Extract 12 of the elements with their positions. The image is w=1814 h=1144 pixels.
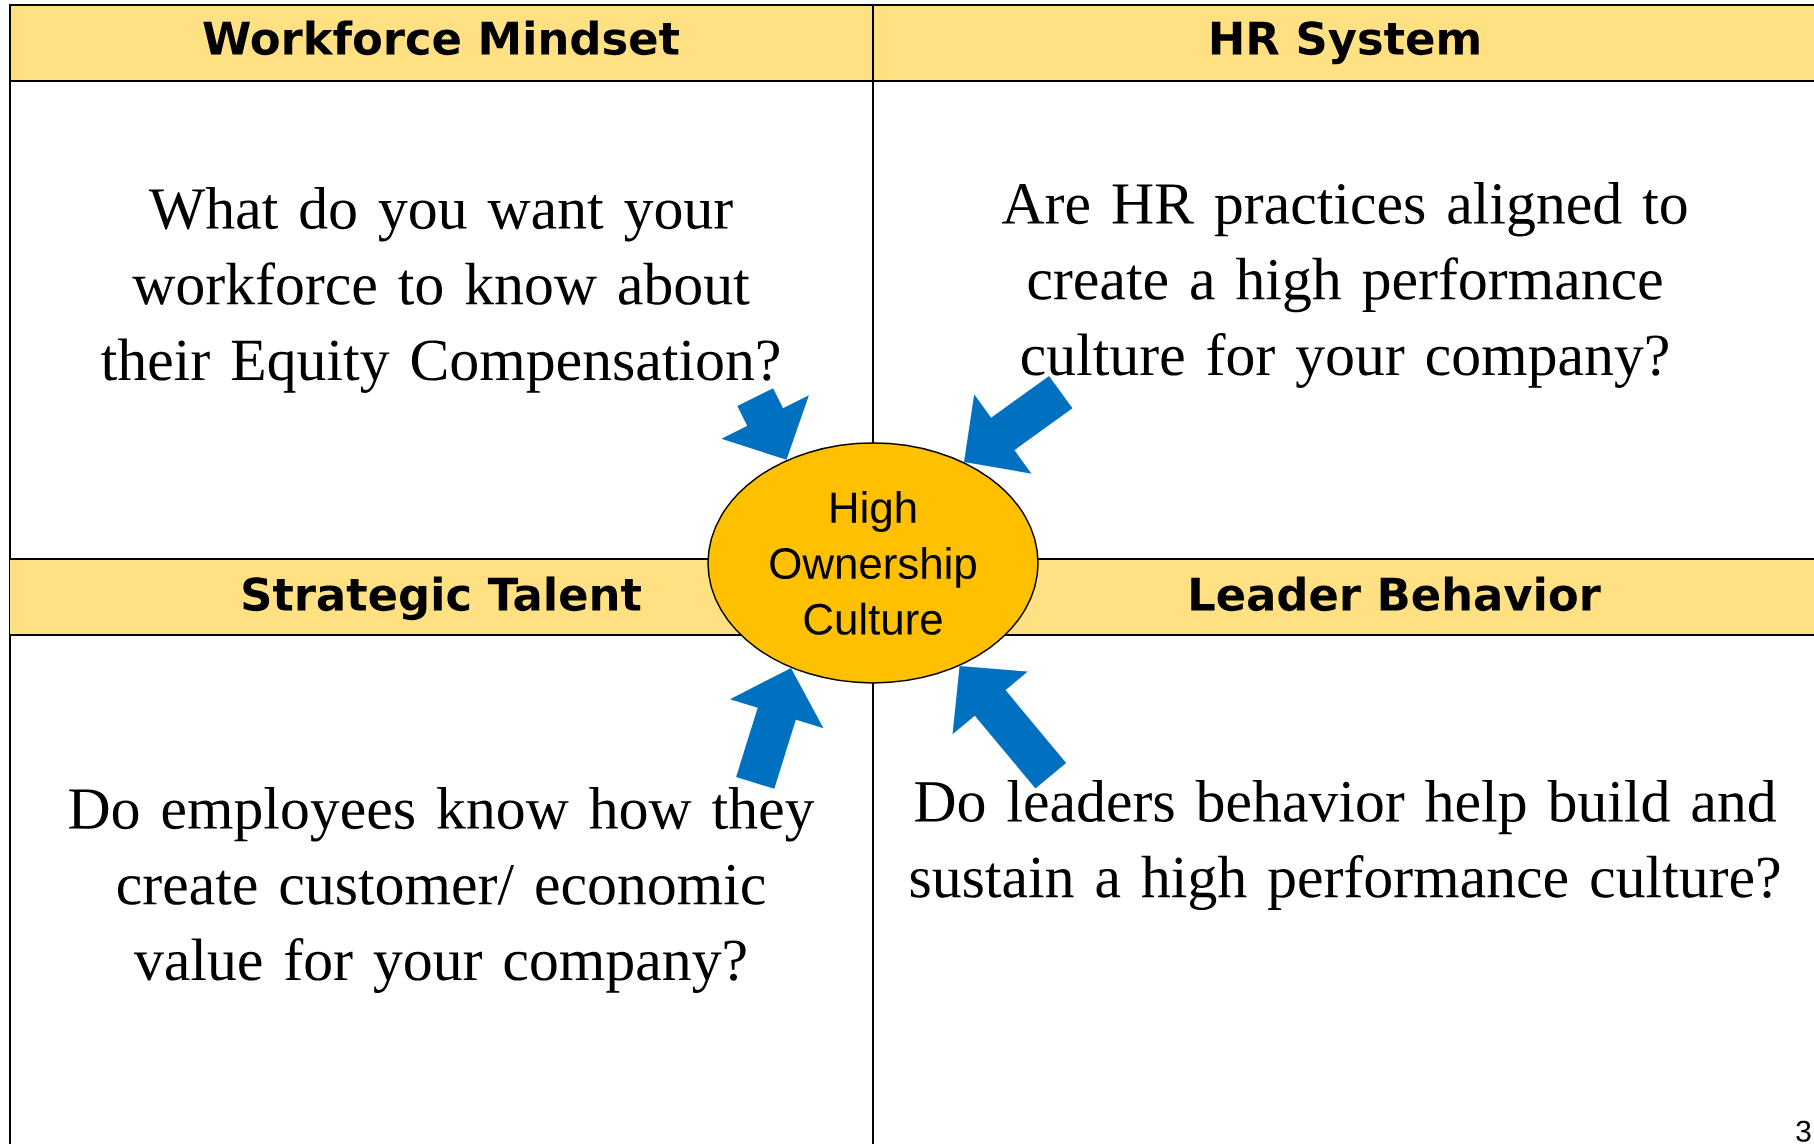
question-text: Do employees know how they create customer/ economic value for your company? bbox=[69, 787, 815, 993]
header-band: Leader Behavior bbox=[1004, 558, 1814, 636]
header-band: Strategic Talent bbox=[9, 558, 742, 636]
block-arrow bbox=[952, 666, 1067, 789]
header-band: Workforce Mindset bbox=[9, 4, 874, 82]
question-text: Are HR practices aligned to create a high performance culture for your company? bbox=[1002, 182, 1687, 388]
header-band: HR System bbox=[872, 4, 1814, 82]
block-arrow bbox=[964, 375, 1073, 474]
page-number: 3 bbox=[1796, 1120, 1811, 1142]
question-text: What do you want your workforce to know about their Equity Compensation? bbox=[101, 187, 779, 393]
question-text: Do leaders behavior help build and sustain a high performance culture? bbox=[910, 779, 1780, 911]
node-label: HR System bbox=[1211, 21, 1479, 65]
